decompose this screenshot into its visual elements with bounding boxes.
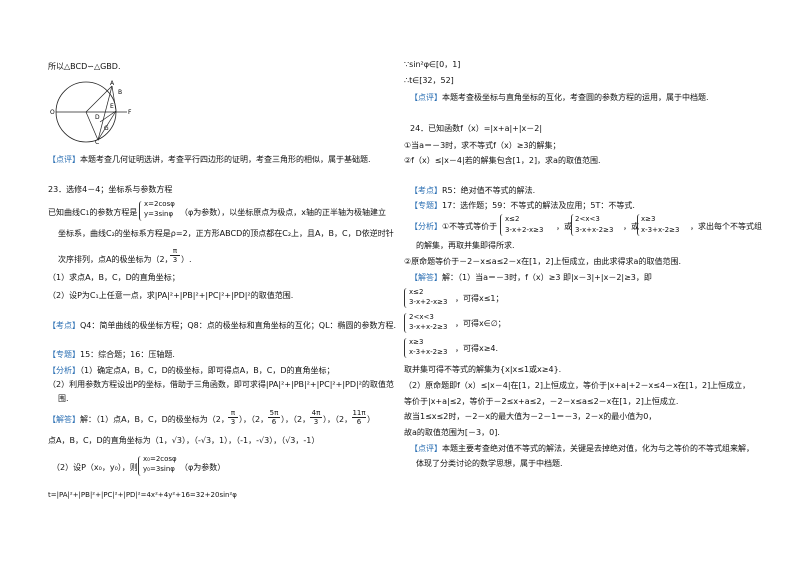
text-line: 故当1≤x≤2时，－2－x的最大值为－2－1＝－3，2－x的最小值为0， <box>404 412 657 421</box>
text-line: 已知曲线C1的参数方程是 <box>48 208 138 217</box>
brace <box>139 201 144 221</box>
text-line: （φ为参数），以坐标原点为极点，x轴的正半轴为极轴建立 <box>180 208 387 217</box>
kaodian-line: 【考点】R5：绝对值不等式的解法. <box>410 186 536 195</box>
label-F: F <box>128 109 132 116</box>
brace <box>637 214 642 236</box>
system-line: x=2cosφ <box>144 200 175 208</box>
text-line: 体现了分类讨论的数学思想，属于中档题. <box>416 459 563 468</box>
text-line: （2）设P为C₁上任意一点，求|PA|²+|PB|²+|PC|²+|PD|²的取… <box>48 291 294 300</box>
tag-label: 【点评】 <box>48 155 80 164</box>
system-line: y=3sinφ <box>144 210 174 218</box>
question-title: 24．已知函数f（x）=|x+a|+|x－2| <box>410 124 543 133</box>
comment-line: 【点评】本题考查几何证明选讲，考查平行四边形的证明，考查三角形的相似，属于基础题… <box>48 155 371 164</box>
text-line: 所以△BCD∽△GBD. <box>48 62 121 71</box>
text-line: t=|PA|²+|PB|²+|PC|²+|PD|²=4x²+4y²+16=32+… <box>48 491 237 499</box>
label-E: E <box>110 103 114 110</box>
fenxi-line: 【分析】（1）确定点A，B，C，D的极坐标，即可得点A，B，C，D的直角坐标； <box>48 366 335 375</box>
text-line: 的解集，再取并集即得所求. <box>416 241 515 250</box>
kaodian-line: 【考点】Q4：简单曲线的极坐标方程；Q8：点的极坐标和直角坐标的互化；QL：椭圆… <box>48 321 397 330</box>
text-line: 点A，B，C，D的直角坐标为（1，√3），（-√3，1），（-1，-√3），（√… <box>48 436 320 445</box>
label-G: G <box>104 125 109 132</box>
text-line: （2）利用参数方程设出P的坐标，借助于三角函数，即可求得|PA|²+|PB|²+… <box>48 380 394 389</box>
text-line: （2）设P（x₀，y₀），则 <box>52 463 138 472</box>
text-line: （2）原命题即f（x）≤|x－4|在[1，2]上恒成立，等价于|x+a|+2－x… <box>404 381 751 390</box>
dianping-line: 【点评】本题考查极坐标与直角坐标的互化，考查圆的参数方程的运用，属于中档题. <box>410 93 709 102</box>
label-O: O <box>50 109 55 116</box>
text-line: ②f（x）≤|x－4|若的解集包含[1，2]，求a的取值范围. <box>404 156 601 165</box>
text-line: （1）求点A，B，C，D的直角坐标； <box>48 273 180 282</box>
text-line: ∴t∈[32，52] <box>404 76 454 85</box>
dianping-line: 【点评】本题主要考查绝对值不等式的解法，关键是去掉绝对值，化为与之等价的不等式组… <box>410 444 754 453</box>
zhuanti-line: 【专题】15：综合题；16：压轴题. <box>48 350 175 359</box>
text-line: 取并集可得不等式的解集为{x|x≤1或x≥4}. <box>404 365 562 374</box>
label-D: D <box>95 114 100 121</box>
text-line: 等价于|x+a|≤2，等价于－2≤x+a≤2，－2－x≤a≤2－x在[1，2]上… <box>404 397 679 406</box>
brace <box>500 214 505 236</box>
label-C: C <box>95 139 99 144</box>
text-line: ）. <box>181 255 192 264</box>
text-line: ①当a＝－3时，求不等式f（x）≥3的解集； <box>404 141 561 150</box>
question-title: 23．选修4－4；坐标系与参数方程 <box>48 185 173 194</box>
brace <box>571 214 576 236</box>
jieda-line: 【解答】解：（1）当a＝－3时，f（x）≥3 即|x－3|+|x－2|≥3，即 <box>410 273 652 282</box>
fenxi-line: 【分析】①不等式等价于 <box>410 222 498 231</box>
jieda-line: 【解答】解：（1）点A，B，C，D的极坐标为（2， <box>48 415 229 424</box>
text-line: ∵sin²φ∈[0，1] <box>404 60 461 69</box>
zhuanti-line: 【专题】17：选作题；59：不等式的解法及应用；5T：不等式. <box>410 201 635 210</box>
label-B: B <box>118 89 122 96</box>
brace <box>138 456 143 476</box>
text-line: 坐标系，曲线C₂的坐标系方程是ρ=2，正方形ABCD的顶点都在C₂上，且A，B，… <box>58 229 394 238</box>
text-line: 故a的取值范围为[－3，0]. <box>404 428 500 437</box>
geometry-figure: A B E F O D G C <box>50 80 132 144</box>
brace <box>404 338 409 358</box>
text-line: 围. <box>58 394 69 403</box>
text-line: ②原命题等价于－2－x≤a≤2－x在[1，2]上恒成立，由此求得求a的取值范围. <box>404 257 681 266</box>
text-line: 次序排列，点A的极坐标为（2， <box>58 255 173 264</box>
brace <box>404 288 409 308</box>
label-A: A <box>110 80 115 87</box>
brace <box>404 313 409 333</box>
